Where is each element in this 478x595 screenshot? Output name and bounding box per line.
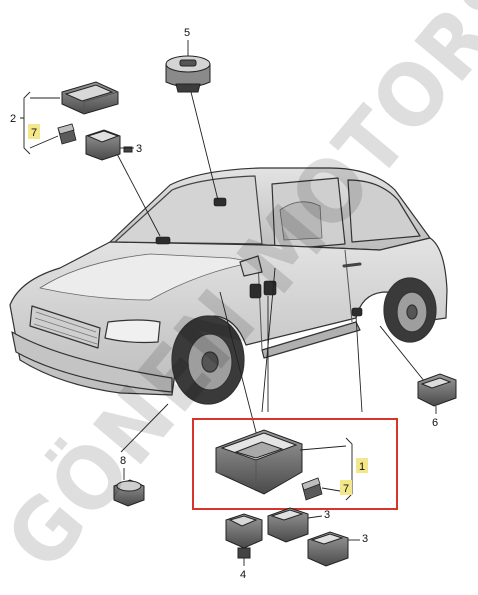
part-7-insert-top [57,123,77,145]
callout-3-mid: 3 [324,509,330,521]
callout-5: 5 [184,27,190,39]
callout-6: 6 [432,417,438,429]
car-illustration [9,167,448,405]
highlight-frame [192,418,398,510]
leader-3-mid [307,515,323,519]
callout-7-top: 7 [28,124,40,139]
callout-7-frame: 7 [340,480,352,495]
callout-3-top: 3 [136,143,142,155]
callout-8: 8 [120,455,126,467]
leader-2 [20,97,60,149]
part-3-switch-top [85,129,133,161]
callout-4: 4 [240,569,246,581]
part-8-switch [113,479,145,507]
part-3-switch-low [307,531,349,567]
callout-3-low: 3 [362,533,368,545]
part-1-window-switch-panel [215,429,303,495]
part-3-switch-mid [267,507,309,543]
svg-text:1: 1 [359,461,365,473]
part-4-switch [225,513,263,559]
part-6-switch [417,373,457,407]
callout-2: 2 [10,113,16,125]
part-7-insert-frame [301,477,323,501]
svg-text:7: 7 [31,127,37,139]
part-5-mirror-switch [165,55,211,93]
switch-locations [155,197,363,317]
svg-text:7: 7 [343,483,349,495]
part-2-window-switch-panel [61,81,119,115]
leader-lines [114,87,426,453]
bracket-2 [23,91,31,155]
callout-1: 1 [356,458,368,473]
bracket-1 [345,437,353,501]
